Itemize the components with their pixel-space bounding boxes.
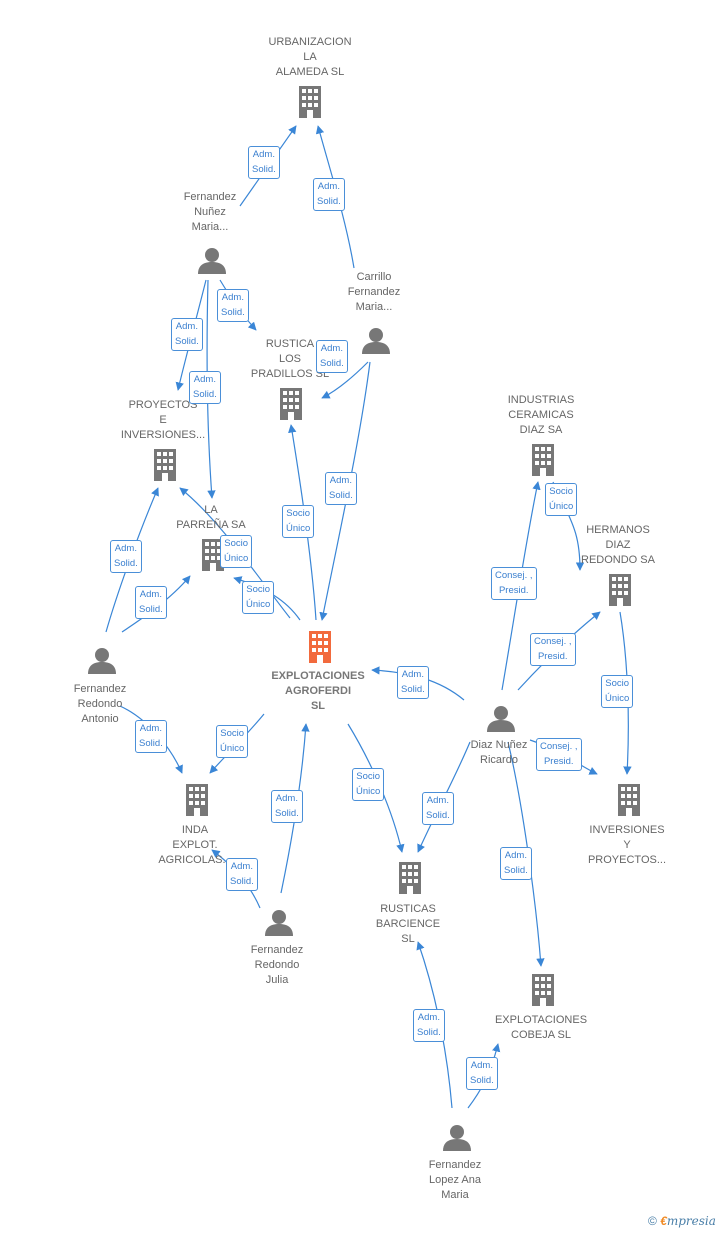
building-icon-rusticas_barcience[interactable] — [399, 862, 421, 894]
node-label-main[interactable]: EXPLOTACIONES AGROFERDI SL — [271, 670, 365, 712]
person-icon-flam[interactable] — [443, 1125, 471, 1151]
edge-label-frj-to-inda[interactable]: Adm. Solid. — [226, 858, 258, 891]
edge-label-diaz_nunez-to-rusticas_barcience[interactable]: Adm. Solid. — [422, 792, 454, 825]
edge-label-flam-to-rusticas_barcience[interactable]: Adm. Solid. — [413, 1009, 445, 1042]
edge-label-diaz_nunez-to-inv_proy[interactable]: Consej. , Presid. — [536, 738, 582, 771]
building-icon-industrias[interactable] — [532, 444, 554, 476]
edge-label-flam-to-cobeja[interactable]: Adm. Solid. — [466, 1057, 498, 1090]
edge-label-diaz_nunez-to-main[interactable]: Adm. Solid. — [397, 666, 429, 699]
person-icon-frj[interactable] — [265, 910, 293, 936]
node-label-industrias[interactable]: INDUSTRIAS CERAMICAS DIAZ SA — [507, 394, 575, 436]
building-icon-rustica_pradillos[interactable] — [280, 388, 302, 420]
edge-carrillo-to-rustica_pradillos — [321, 361, 369, 399]
edge-label-fra-to-la_parrena[interactable]: Adm. Solid. — [135, 586, 167, 619]
person-icon-fra[interactable] — [88, 648, 116, 674]
building-icon-inv_proy[interactable] — [618, 784, 640, 816]
person-icon-carrillo[interactable] — [362, 328, 390, 354]
edge-label-main-to-la_parrena[interactable]: Socio Único — [242, 581, 275, 614]
node-label-urbanizacion[interactable]: URBANIZACION LA ALAMEDA SL — [268, 36, 352, 78]
building-icon-urbanizacion[interactable] — [299, 86, 321, 118]
edge-label-fnm-to-proyectos_inv[interactable]: Adm. Solid. — [171, 318, 203, 351]
footer-brand: © €mpresia — [648, 1214, 716, 1228]
edge-label-fra-to-proyectos_inv[interactable]: Adm. Solid. — [110, 540, 142, 573]
edge-label-industrias-to-hermanos[interactable]: Socio Único — [545, 483, 578, 516]
edge-label-main-to-proyectos_inv[interactable]: Socio Único — [220, 535, 253, 568]
node-label-inda[interactable]: INDA EXPLOT. AGRICOLAS... — [158, 824, 232, 866]
building-icon-proyectos_inv[interactable] — [154, 449, 176, 481]
edge-label-carrillo-to-rustica_pradillos[interactable]: Adm. Solid. — [316, 340, 348, 373]
node-label-inv_proy[interactable]: INVERSIONES Y PROYECTOS... — [587, 824, 667, 866]
edge-label-diaz_nunez-to-cobeja[interactable]: Adm. Solid. — [500, 847, 532, 880]
edge-label-diaz_nunez-to-hermanos[interactable]: Consej. , Presid. — [530, 633, 576, 666]
node-label-proyectos_inv[interactable]: PROYECTOS E INVERSIONES... — [120, 399, 206, 441]
brand-name: mpresia — [666, 1214, 716, 1228]
brand-logo-letter: € — [660, 1214, 667, 1228]
node-label-la_parrena[interactable]: LA PARREÑA SA — [176, 504, 246, 531]
node-label-rustica_pradillos[interactable]: RUSTICA LOS PRADILLOS SL — [250, 338, 330, 380]
node-label-flam[interactable]: Fernandez Lopez Ana Maria — [428, 1159, 482, 1201]
edge-label-hermanos-to-inv_proy[interactable]: Socio Único — [601, 675, 634, 708]
edge-label-main-to-rusticas_barcience[interactable]: Socio Único — [352, 768, 385, 801]
building-icon-hermanos[interactable] — [609, 574, 631, 606]
edge-label-diaz_nunez-to-industrias[interactable]: Consej. , Presid. — [491, 567, 537, 600]
person-icon-fnm[interactable] — [198, 248, 226, 274]
edge-label-fnm-to-la_parrena[interactable]: Adm. Solid. — [189, 371, 221, 404]
node-label-hermanos[interactable]: HERMANOS DIAZ REDONDO SA — [581, 524, 655, 566]
edge-label-carrillo-to-urbanizacion[interactable]: Adm. Solid. — [313, 178, 345, 211]
edge-label-fnm-to-rustica_pradillos[interactable]: Adm. Solid. — [217, 289, 249, 322]
building-icon-inda[interactable] — [186, 784, 208, 816]
edge-label-fnm-to-urbanizacion[interactable]: Adm. Solid. — [248, 146, 280, 179]
node-label-frj[interactable]: Fernandez Redondo Julia — [250, 944, 304, 986]
node-label-cobeja[interactable]: EXPLOTACIONES COBEJA SL — [494, 1014, 588, 1041]
edge-label-fra-to-inda[interactable]: Adm. Solid. — [135, 720, 167, 753]
edge-label-main-to-inda[interactable]: Socio Único — [216, 725, 249, 758]
node-label-diaz_nunez[interactable]: Diaz Nuñez Ricardo — [470, 739, 528, 766]
node-label-fra[interactable]: Fernandez Redondo Antonio — [73, 683, 127, 725]
edge-label-main-to-rustica_pradillos[interactable]: Socio Único — [282, 505, 315, 538]
person-icon-diaz_nunez[interactable] — [487, 706, 515, 732]
edge-label-carrillo-to-main[interactable]: Adm. Solid. — [325, 472, 357, 505]
node-label-rusticas_barcience[interactable]: RUSTICAS BARCIENCE SL — [375, 903, 441, 945]
edge-label-frj-to-main[interactable]: Adm. Solid. — [271, 790, 303, 823]
building-icon-main[interactable] — [309, 631, 331, 663]
node-label-fnm[interactable]: Fernandez Nuñez Maria... — [183, 191, 237, 233]
building-icon-cobeja[interactable] — [532, 974, 554, 1006]
copyright-icon: © — [648, 1214, 657, 1228]
node-label-carrillo[interactable]: Carrillo Fernandez Maria... — [347, 271, 401, 313]
